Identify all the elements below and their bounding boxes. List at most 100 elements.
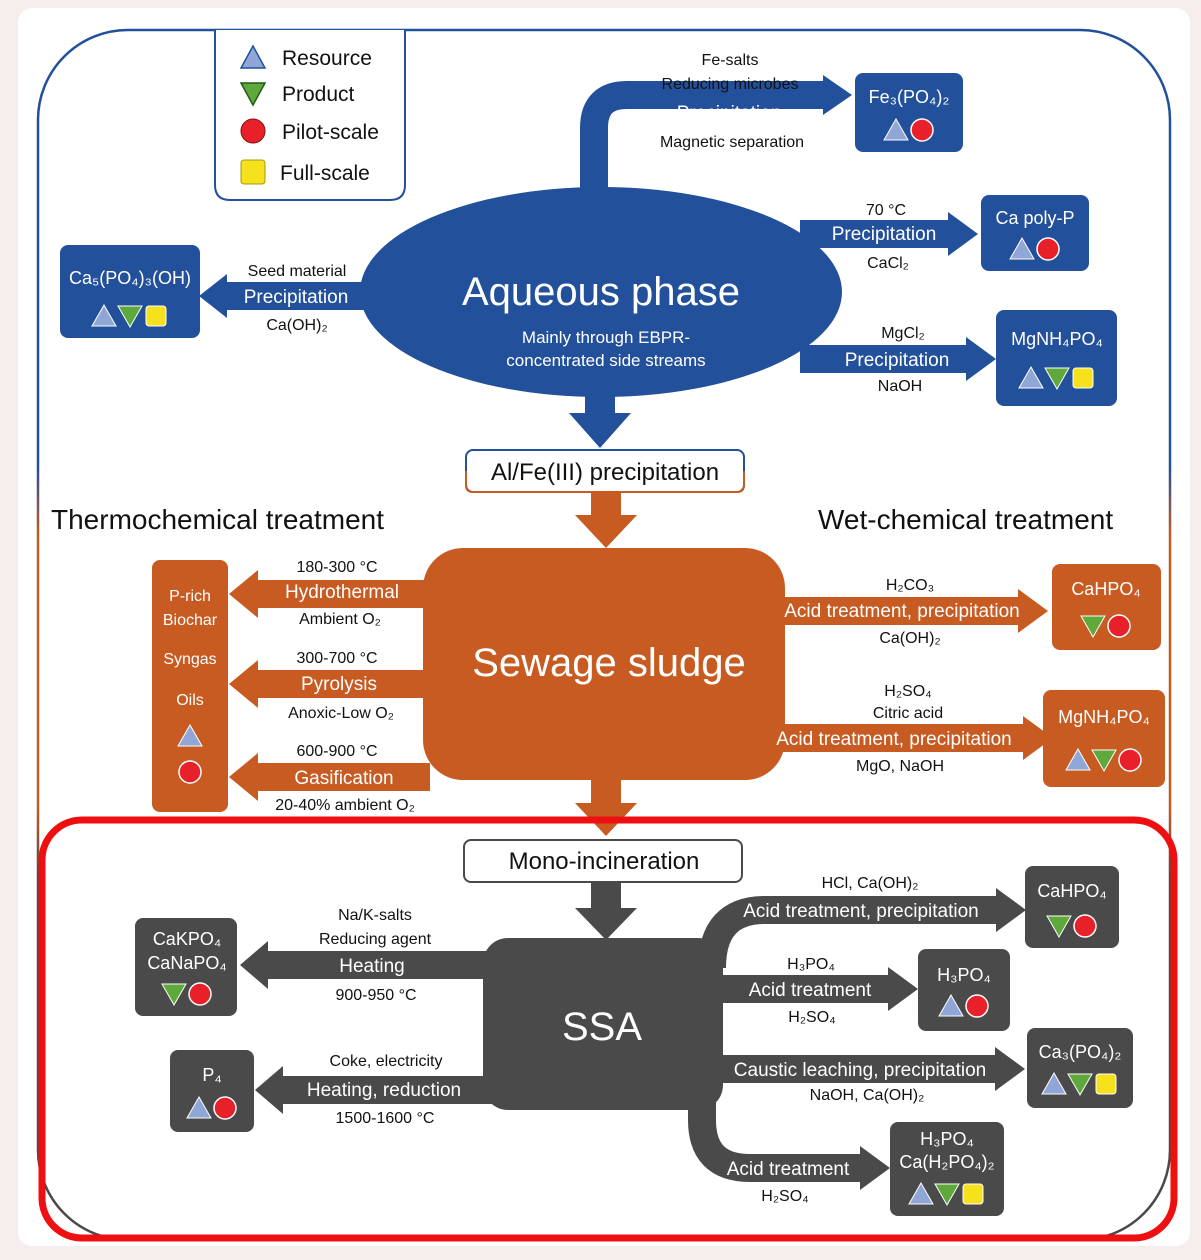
product-ca3-icons xyxy=(1041,1071,1117,1097)
heat-route-bottom: 900-950 °C xyxy=(335,987,416,1004)
redu-route-bottom: 1500-1600 °C xyxy=(336,1110,435,1127)
product-ca5-label: Ca₅(PO₄)₃(OH) xyxy=(69,268,191,288)
full-icon xyxy=(145,305,167,327)
gasi-arrowhead xyxy=(229,753,258,801)
product-h3po4-cah2po4-line-1: H₃PO₄ xyxy=(920,1129,974,1149)
hydro-route-bottom: Ambient O₂ xyxy=(299,611,381,628)
pilot-icon xyxy=(178,760,202,784)
mg-aq-route-main: Precipitation xyxy=(845,350,950,371)
cap-route-arrow-shaft xyxy=(800,220,950,248)
product-icon xyxy=(239,82,267,107)
product-fe3po4-label: Fe₃(PO₄)₂ xyxy=(869,87,950,107)
pyro-route-bottom: Anoxic-Low O₂ xyxy=(288,705,394,722)
hydro-arrow-shaft xyxy=(255,580,430,608)
sewage-sludge-title: Sewage sludge xyxy=(472,641,746,685)
product-icon xyxy=(1044,367,1070,391)
product-h3po4-cah2po4-line-2: Ca(H₂PO₄)₂ xyxy=(899,1152,994,1172)
product-biochar-icons xyxy=(177,723,203,784)
ssa4-arrow-shaft xyxy=(688,1100,862,1182)
gasi-arrow-shaft xyxy=(255,763,430,791)
ssa1-route-top: HCl, Ca(OH)₂ xyxy=(822,875,919,892)
biochar-line-4: Oils xyxy=(176,692,204,709)
wet1-route-bottom: Ca(OH)₂ xyxy=(879,630,940,647)
wet1-route-top: H₂CO₃ xyxy=(886,577,934,594)
pyro-arrowhead xyxy=(229,660,258,708)
cap-route-main: Precipitation xyxy=(832,224,937,245)
aqueous-down-arrowhead xyxy=(569,413,631,448)
product-cakpo4-line-1: CaKPO₄ xyxy=(153,929,221,949)
ssa-title: SSA xyxy=(562,1005,642,1049)
product-capolyp: Ca poly-P xyxy=(981,195,1089,271)
fe-route-top2: Reducing microbes xyxy=(662,76,799,93)
pilot-scale-icon xyxy=(240,118,266,144)
product-mgnh4po4-aqueous: MgNH₄PO₄ xyxy=(996,310,1117,406)
ssa2-route-top: H₃PO₄ xyxy=(787,956,835,973)
heat-route-top2: Reducing agent xyxy=(319,931,432,948)
product-fe3po4: Fe₃(PO₄)₂ xyxy=(855,73,963,152)
product-icon xyxy=(161,983,187,1007)
ssa2-route-main: Acid treatment xyxy=(749,980,872,1001)
ssa-section: Mono-incineration SSA Na/K-salts Reducin… xyxy=(135,839,1133,1216)
sludge-section: Sewage sludge 180-300 °C Hydrothermal Am… xyxy=(152,492,1165,836)
product-p4: P₄ xyxy=(170,1050,254,1132)
ssa3-route-main: Caustic leaching, precipitation xyxy=(734,1060,986,1081)
ssa2-route-bottom: H₂SO₄ xyxy=(788,1009,835,1026)
full-icon xyxy=(962,1183,984,1205)
mg-aq-route-top: MgCl₂ xyxy=(881,325,925,342)
al-fe-precipitation-label: Al/Fe(III) precipitation xyxy=(491,459,719,486)
product-ca5-icons xyxy=(91,303,167,329)
redu-arrowhead xyxy=(255,1066,283,1114)
fe-route-main: Precipitation xyxy=(677,103,782,124)
ssa3-route-bottom: NaOH, Ca(OH)₂ xyxy=(810,1087,925,1104)
biochar-line-1: P-rich xyxy=(169,588,211,605)
product-icon xyxy=(1091,749,1117,773)
aqueous-phase-sub2: concentrated side streams xyxy=(506,351,705,370)
ssa3-arrowhead xyxy=(995,1047,1025,1091)
mg-aq-route-bottom: NaOH xyxy=(878,378,922,395)
aqueous-phase-ellipse xyxy=(360,187,842,397)
al-fe-precipitation-box: Al/Fe(III) precipitation xyxy=(465,449,745,493)
pyro-arrow-shaft xyxy=(255,670,430,698)
pilot-icon xyxy=(1073,914,1097,938)
legend-product-label: Product xyxy=(282,83,355,106)
wet2-route-top2: Citric acid xyxy=(873,705,943,722)
product-fe3po4-icons xyxy=(883,117,934,142)
heat-arrowhead xyxy=(240,941,268,989)
product-capolyp-label: Ca poly-P xyxy=(995,208,1074,228)
resource-icon xyxy=(186,1095,212,1119)
product-ca3-label: Ca₃(PO₄)₂ xyxy=(1039,1042,1122,1062)
pilot-icon xyxy=(1107,614,1131,638)
gasi-route-main: Gasification xyxy=(294,768,393,789)
gasi-route-top: 600-900 °C xyxy=(296,743,377,760)
resource-icon xyxy=(938,993,964,1017)
ssa-block xyxy=(483,938,723,1110)
product-cahpo4-ssa-label: CaHPO₄ xyxy=(1037,881,1106,901)
ca-aq-route-arrowhead xyxy=(199,274,227,318)
pilot-icon xyxy=(188,982,212,1006)
pyro-route-top: 300-700 °C xyxy=(296,650,377,667)
product-ca5po43oh: Ca₅(PO₄)₃(OH) xyxy=(60,245,200,338)
legend-full-label: Full-scale xyxy=(280,162,370,185)
cap-route-top: 70 °C xyxy=(866,202,906,219)
biochar-line-3: Syngas xyxy=(163,651,216,668)
cap-route-arrowhead xyxy=(948,212,978,256)
sewage-sludge-block xyxy=(423,548,785,780)
hydro-route-top: 180-300 °C xyxy=(296,559,377,576)
redu-route-top: Coke, electricity xyxy=(330,1053,443,1070)
redu-arrow-shaft xyxy=(280,1076,495,1104)
ssa3-arrow-shaft xyxy=(715,1055,997,1083)
pilot-icon xyxy=(965,994,989,1018)
ca-aq-route-main: Precipitation xyxy=(244,287,349,308)
resource-icon xyxy=(908,1181,934,1205)
product-h3po4-label: H₃PO₄ xyxy=(937,965,991,985)
fe-route-bottom: Magnetic separation xyxy=(660,134,804,151)
legend-pilot-label: Pilot-scale xyxy=(282,121,379,144)
wet1-arrow-shaft xyxy=(775,597,1020,625)
heat-arrow-shaft xyxy=(265,951,495,979)
full-icon xyxy=(1095,1073,1117,1095)
resource-icon xyxy=(239,44,267,69)
pyro-route-main: Pyrolysis xyxy=(301,674,377,695)
product-icon xyxy=(117,305,143,329)
mg-aq-route-arrow-shaft xyxy=(800,345,968,373)
wet1-route-main: Acid treatment, precipitation xyxy=(784,601,1020,622)
